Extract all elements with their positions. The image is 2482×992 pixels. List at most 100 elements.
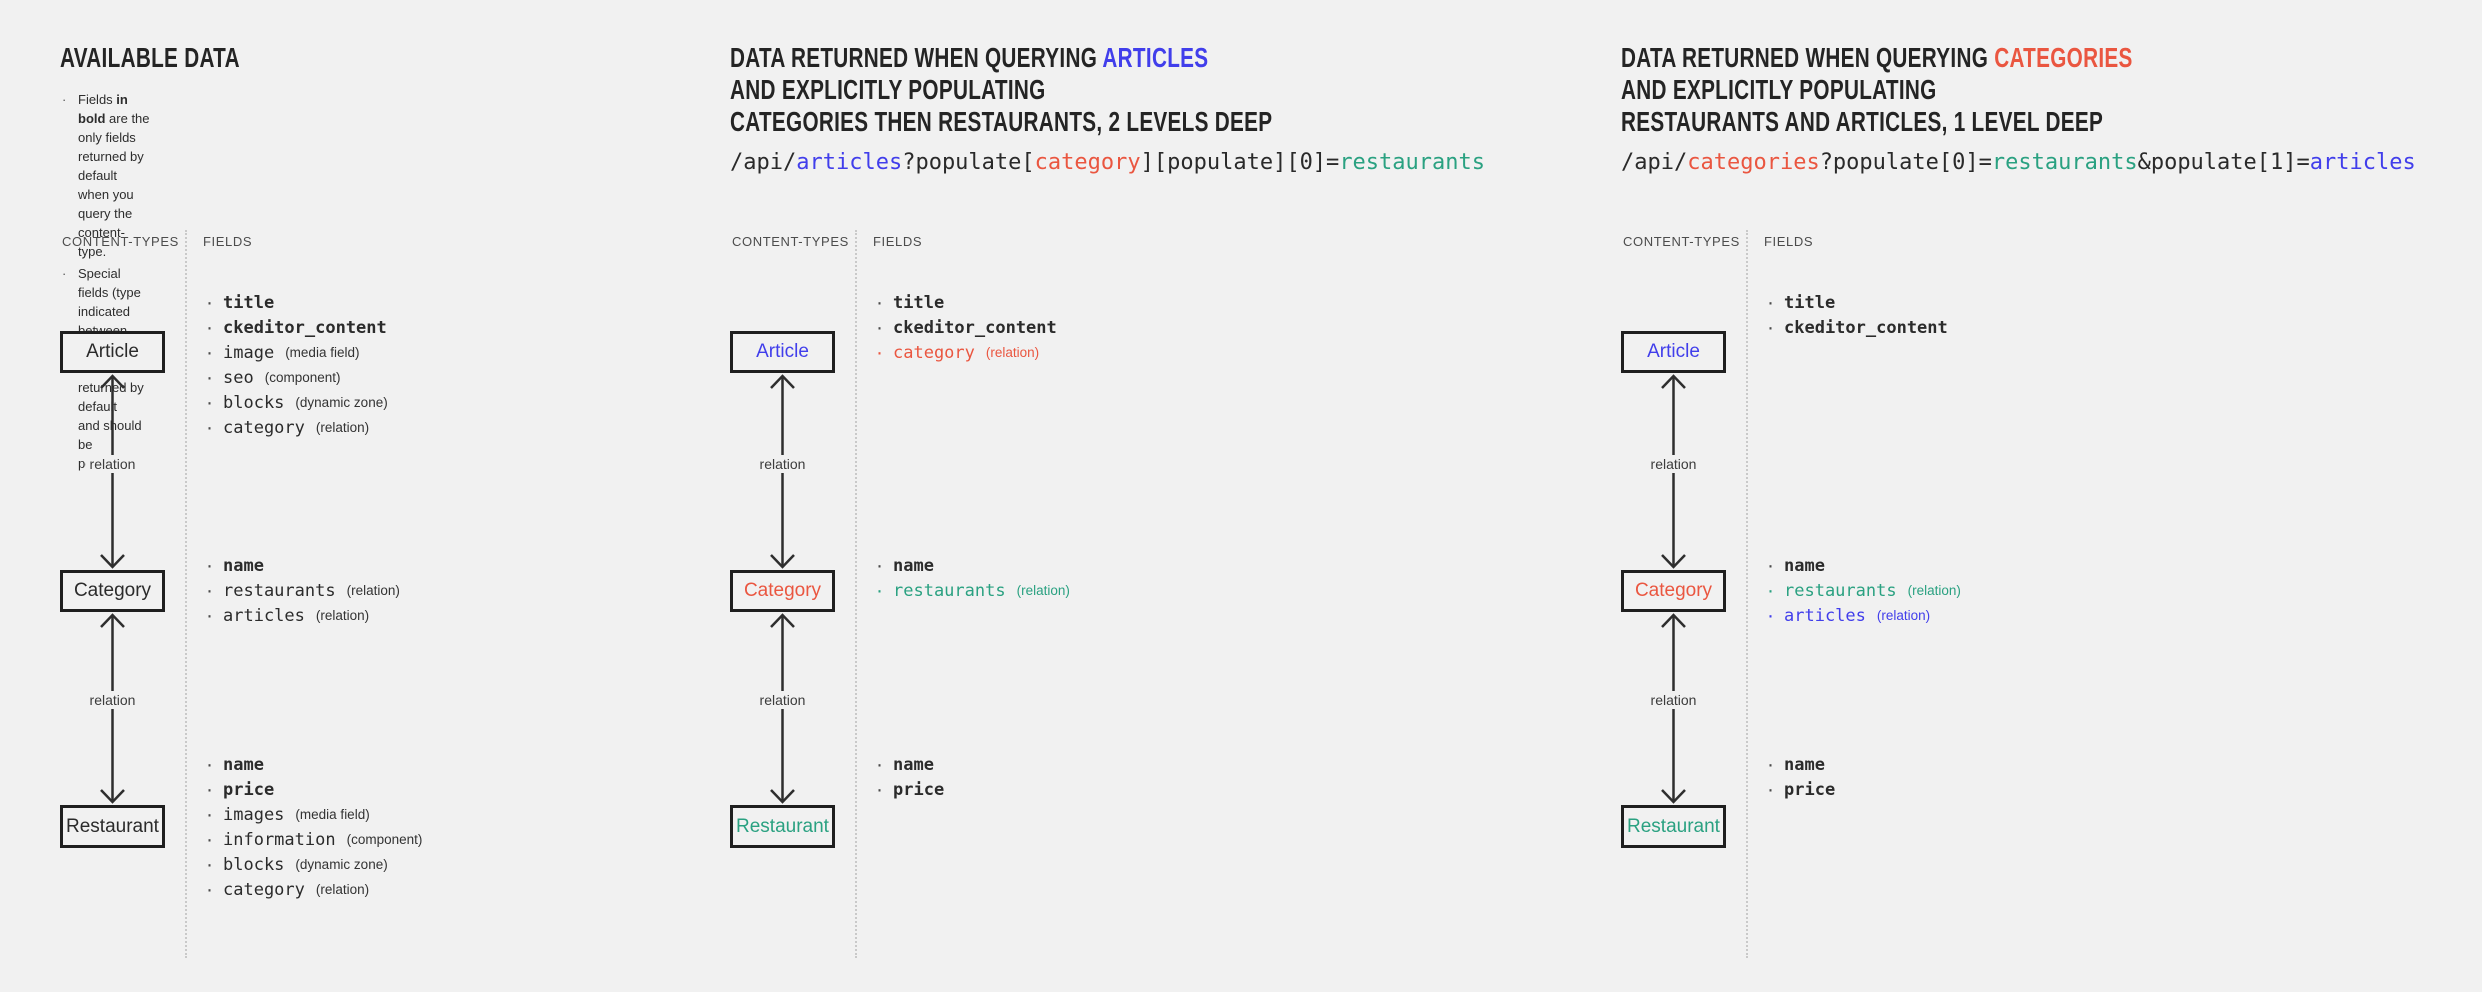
field-name: ckeditor_content — [893, 317, 1057, 338]
field-name: category — [223, 417, 305, 438]
column-title-line: AND EXPLICITLY POPULATING — [1621, 74, 2133, 106]
field-type-annotation: (relation) — [1907, 583, 1961, 598]
fields-label: FIELDS — [203, 234, 253, 249]
bullet-icon: · — [1767, 554, 1774, 577]
field-name: name — [893, 754, 934, 775]
field-item: · title — [206, 290, 388, 315]
note-segment: are the only fields returned by default … — [78, 111, 150, 259]
api-url-segment: /api/ — [730, 150, 797, 175]
field-name: blocks — [223, 854, 285, 875]
bullet-icon: · — [206, 803, 213, 826]
content-type-label: Category — [73, 580, 152, 601]
bullet-icon: · — [876, 753, 883, 776]
relation-label-text: relation — [85, 455, 140, 473]
api-url-segment: ?populate[ — [902, 150, 1035, 175]
field-type-annotation: (component) — [346, 832, 423, 847]
field-type-annotation: (relation) — [315, 608, 370, 623]
fields-list-category: ·name·restaurants(relation) — [876, 553, 1070, 603]
bullet-icon: · — [206, 604, 213, 627]
field-name: category — [223, 879, 305, 900]
content-types-label: CONTENT-TYPES — [62, 234, 179, 249]
content-type-label: Category — [743, 580, 822, 601]
content-type-label: Article — [86, 341, 139, 362]
bullet-icon: · — [1767, 291, 1774, 314]
fields-list-article: ·title·ckeditor_content — [1767, 290, 1948, 340]
field-name: information — [223, 829, 336, 850]
api-url-segment: articles — [796, 150, 903, 175]
field-type-annotation: (relation) — [346, 583, 400, 598]
bullet-icon: · — [206, 878, 213, 901]
relation-label: relation — [60, 455, 165, 473]
api-url-segment: restaurants — [1991, 150, 2138, 175]
title-segment: AND EXPLICITLY POPULATING — [1621, 74, 1937, 105]
relation-label: relation — [730, 455, 835, 473]
fields-list-restaurant: ·name·price·images(media field)·informat… — [206, 752, 422, 902]
content-type-label: Restaurant — [736, 815, 829, 837]
bullet-icon: · — [206, 291, 213, 314]
bullet-icon: · — [206, 391, 213, 414]
field-name: title — [893, 292, 945, 313]
field-type-annotation: (relation) — [985, 345, 1040, 360]
bullet-icon: · — [206, 778, 213, 801]
title-segment: AVAILABLE DATA — [60, 42, 240, 73]
api-url: /api/categories?populate[0]=restaurants&… — [1621, 150, 2416, 175]
field-name: price — [893, 779, 945, 800]
field-item: ·image(media field) — [206, 340, 388, 365]
field-item: ·price — [1767, 777, 1835, 802]
field-item: ·blocks(dynamic zone) — [206, 390, 388, 415]
field-item: ·ckeditor_content — [876, 315, 1057, 340]
title-segment: CATEGORIES — [1994, 42, 2133, 73]
content-type-box-article: Article — [1621, 331, 1726, 373]
column-divider — [1746, 230, 1748, 958]
column-title: AVAILABLE DATA — [60, 42, 240, 74]
note-segment: in bold — [78, 92, 128, 126]
field-item: ·name — [876, 553, 1070, 578]
field-item: · name — [1767, 553, 1961, 578]
api-url-segment: articles — [2309, 150, 2416, 175]
title-segment: RESTAURANTS AND ARTICLES, 1 LEVEL DEEP — [1621, 106, 2104, 137]
field-item: ·blocks(dynamic zone) — [206, 852, 422, 877]
relation-label-text: relation — [1646, 691, 1701, 709]
column-divider — [855, 230, 857, 958]
content-type-label: Article — [1647, 341, 1700, 362]
content-type-box-category: Category — [1621, 570, 1726, 612]
relation-label-text: relation — [755, 691, 810, 709]
content-type-box-category: Category — [60, 570, 165, 612]
field-item: · name — [876, 752, 944, 777]
field-name: price — [223, 779, 275, 800]
note-segment: Fields — [78, 92, 117, 107]
note-text: Fields in bold are the only fields retur… — [78, 90, 150, 261]
bullet-icon: · — [62, 266, 67, 281]
field-name: title — [223, 292, 275, 313]
field-name: articles — [1784, 605, 1866, 626]
column-title-line: DATA RETURNED WHEN QUERYING CATEGORIES — [1621, 42, 2133, 74]
api-url: /api/articles?populate[category][populat… — [730, 150, 1485, 175]
bullet-icon: · — [1767, 753, 1774, 776]
field-item: · category (relation) — [206, 877, 422, 902]
content-type-box-article: Article — [730, 331, 835, 373]
field-item: ·name — [1767, 752, 1835, 777]
field-name: images — [223, 804, 285, 825]
field-item: ·seo(component) — [206, 365, 388, 390]
api-url-segment: ][populate][0]= — [1140, 150, 1340, 175]
column-title-line: AND EXPLICITLY POPULATING — [730, 74, 1272, 106]
bullet-icon: · — [1767, 316, 1774, 339]
content-types-label: CONTENT-TYPES — [1623, 234, 1740, 249]
column-title-line: RESTAURANTS AND ARTICLES, 1 LEVEL DEEP — [1621, 106, 2133, 138]
field-type-annotation: (relation) — [315, 882, 370, 897]
bullet-icon: · — [206, 753, 213, 776]
content-type-box-restaurant: Restaurant — [1621, 805, 1726, 848]
field-type-annotation: (media field) — [285, 345, 360, 360]
field-type-annotation: (dynamic zone) — [295, 395, 388, 410]
field-type-annotation: (relation) — [1876, 608, 1931, 623]
field-item: ·title — [876, 290, 1057, 315]
field-name: category — [893, 342, 975, 363]
field-name: name — [1784, 555, 1825, 576]
field-item: ·name — [206, 752, 422, 777]
field-type-annotation: (component) — [264, 370, 341, 385]
field-type-annotation: (dynamic zone) — [295, 857, 388, 872]
bullet-icon: · — [1767, 604, 1774, 627]
bullet-icon: · — [876, 579, 883, 602]
